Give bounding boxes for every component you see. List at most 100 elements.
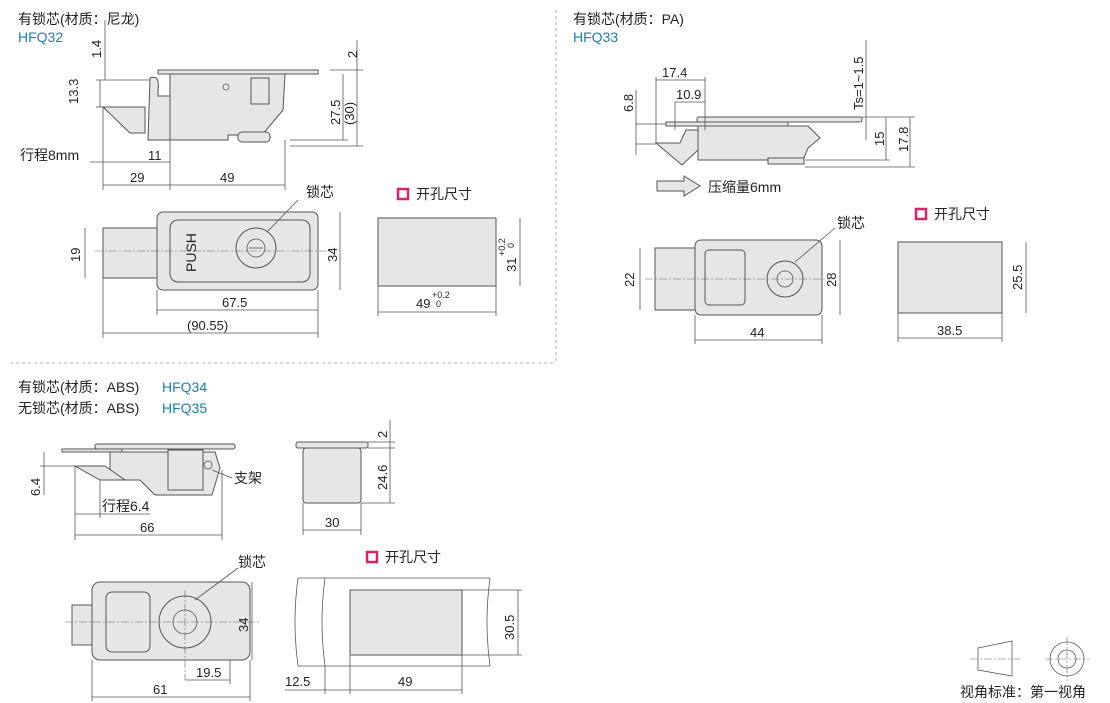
hfq32-cutout-width: 49 xyxy=(416,296,430,311)
hfq34-dim-30: 30 xyxy=(325,515,339,530)
hfq33-lock-bottom xyxy=(767,157,805,165)
hfq32-pivot-icon xyxy=(222,83,230,91)
hfq33-cutout-height: 25.5 xyxy=(1010,265,1025,290)
cutout-marker-icon xyxy=(365,550,379,564)
hfq32-lock-bottom xyxy=(237,131,271,143)
hfq33-model: HFQ33 xyxy=(573,29,618,45)
hfq34-cutout-width: 49 xyxy=(398,674,412,689)
projection-legend: 视角标准：第一视角 xyxy=(960,637,1089,700)
hfq34-front-view: 锁芯 34 19.5 61 xyxy=(65,554,266,701)
hfq33-dim-28: 28 xyxy=(824,273,839,287)
tolerance-zero: 0 xyxy=(506,243,516,248)
hfq34-bracket-label: 支架 xyxy=(234,470,262,486)
hfq33-dim-10-9: 10.9 xyxy=(676,87,701,102)
hfq34-lock-label: 锁芯 xyxy=(238,554,266,570)
compression-arrow-icon xyxy=(656,175,701,197)
hfq34-end-flange xyxy=(295,441,369,449)
hfq34-cutout-rect xyxy=(349,589,463,656)
hfq33-cutout-label: 开孔尺寸 xyxy=(934,206,990,222)
hfq34-side-view: 支架 6.4 行程6.4 66 xyxy=(28,443,262,540)
hfq35-title: 无锁芯(材质：ABS) xyxy=(18,400,139,416)
hfq33-latch xyxy=(654,129,699,166)
hfq32-lock-label: 锁芯 xyxy=(306,184,334,200)
hfq34-cutout-label: 开孔尺寸 xyxy=(385,549,441,565)
hfq33-dim-17-8: 17.8 xyxy=(896,127,911,152)
hfq33-dim-22: 22 xyxy=(622,273,637,287)
hfq33-panel xyxy=(665,121,789,127)
hfq32-latch-housing xyxy=(147,76,171,141)
hfq32-front-view: PUSH 锁芯 19 34 67.5 (90.55) xyxy=(68,184,341,338)
hfq32-cutout-rect xyxy=(377,217,497,287)
hfq33-push-pad[interactable] xyxy=(704,249,746,306)
hfq34-dim-19-5: 19.5 xyxy=(196,665,221,680)
hfq32-latch-bolt xyxy=(101,106,146,134)
hfq34-spring xyxy=(167,449,204,491)
hfq32-model: HFQ32 xyxy=(18,29,63,45)
hfq33-flange xyxy=(696,116,863,123)
cutout-marker-icon xyxy=(396,187,410,201)
hfq33-dim-15: 15 xyxy=(872,132,887,146)
hfq33-title: 有锁芯(材质：PA) xyxy=(573,11,684,27)
hfq32-stroke: 行程8mm xyxy=(20,147,79,163)
hfq33-lock-label: 锁芯 xyxy=(837,215,865,231)
hfq32-dim-34: 34 xyxy=(325,248,340,262)
hfq32-dim-90-55: (90.55) xyxy=(187,318,228,333)
hfq34-cutout: 开孔尺寸 30.5 12.5 49 xyxy=(285,549,522,694)
hfq32-dim-49: 49 xyxy=(220,170,234,185)
hfq32-cutout: 开孔尺寸 49 +0.2 0 31 +0.2 0 xyxy=(377,186,521,316)
hfq35-model: HFQ35 xyxy=(162,400,207,416)
hfq32-dim-2: 2 xyxy=(345,51,360,58)
hfq33-dim-17-4: 17.4 xyxy=(662,65,687,80)
hfq32-cutout-label: 开孔尺寸 xyxy=(416,186,472,202)
hfq32-dim-67-5: 67.5 xyxy=(222,295,247,310)
hfq34-bolt-front xyxy=(71,604,95,646)
hfq33-dim-6-8: 6.8 xyxy=(621,94,636,112)
hfq32-dim-19: 19 xyxy=(68,248,83,262)
hfq33-cutout: 开孔尺寸 25.5 38.5 xyxy=(897,206,1027,342)
hfq33-side-view: 17.4 10.9 6.8 Ts=1~1.5 15 17.8 压缩量6mm xyxy=(621,40,915,197)
hfq34-flange xyxy=(94,443,236,450)
hfq34-dim-6-4: 6.4 xyxy=(28,478,43,496)
hfq34-dim-2: 2 xyxy=(375,431,390,438)
hfq33-section: 有锁芯(材质：PA) HFQ33 17.4 10.9 6.8 Ts=1~1.5 … xyxy=(573,11,1027,344)
projection-label: 视角标准：第一视角 xyxy=(960,684,1086,700)
hfq32-title: 有锁芯(材质：尼龙) xyxy=(18,11,139,27)
hfq34-dim-66: 66 xyxy=(140,520,154,535)
hfq33-compression: 压缩量6mm xyxy=(708,179,781,195)
hfq32-window xyxy=(250,77,270,105)
hfq32-dim-11: 11 xyxy=(148,148,162,163)
hfq33-body xyxy=(697,125,821,161)
hfq32-side-view: 1.4 2 13.3 27.5 (30) 行程8mm 11 29 49 xyxy=(20,20,363,190)
hfq34-cutout-offset: 12.5 xyxy=(285,674,310,689)
hfq34-end-view: 2 24.6 30 xyxy=(295,420,395,535)
hfq32-dim-27-5: 27.5 xyxy=(328,100,343,125)
hfq33-ts: Ts=1~1.5 xyxy=(851,57,866,111)
hfq34-latch xyxy=(73,465,127,481)
hfq32-bolt-front xyxy=(102,227,160,279)
hfq34-cutout-height: 30.5 xyxy=(502,615,517,640)
hfq32-dim-30: (30) xyxy=(342,102,357,125)
hfq33-cutout-width: 38.5 xyxy=(937,323,962,338)
tolerance-plus: +0.2 xyxy=(497,238,507,256)
hfq34-title: 有锁芯(材质：ABS) xyxy=(18,379,139,395)
hfq34-section: 有锁芯(材质：ABS) HFQ34 无锁芯(材质：ABS) HFQ35 支架 6… xyxy=(18,379,522,701)
hfq34-end-body xyxy=(302,447,362,504)
hfq32-dim-13-3: 13.3 xyxy=(66,79,81,104)
cutout-marker-icon xyxy=(914,207,928,221)
hfq34-model: HFQ34 xyxy=(162,379,207,395)
tolerance-plus: +0.2 xyxy=(432,290,450,300)
hfq32-section: 有锁芯(材质：尼龙) HFQ32 1.4 2 13.3 27.5 (30) 行程… xyxy=(18,11,521,338)
hfq32-push-label: PUSH xyxy=(183,233,199,272)
hfq33-cutout-rect xyxy=(897,241,1003,314)
tolerance-zero: 0 xyxy=(436,299,441,309)
hfq34-dim-34: 34 xyxy=(236,618,251,632)
hfq34-panel-outline xyxy=(294,577,491,667)
hfq32-cutout-height: 31 xyxy=(504,258,519,272)
hfq34-stroke: 行程6.4 xyxy=(102,498,150,514)
hfq34-dim-24-6: 24.6 xyxy=(375,465,390,490)
hfq32-dim-29: 29 xyxy=(130,170,144,185)
hfq33-dim-44: 44 xyxy=(750,325,764,340)
hfq34-panel xyxy=(61,448,123,453)
